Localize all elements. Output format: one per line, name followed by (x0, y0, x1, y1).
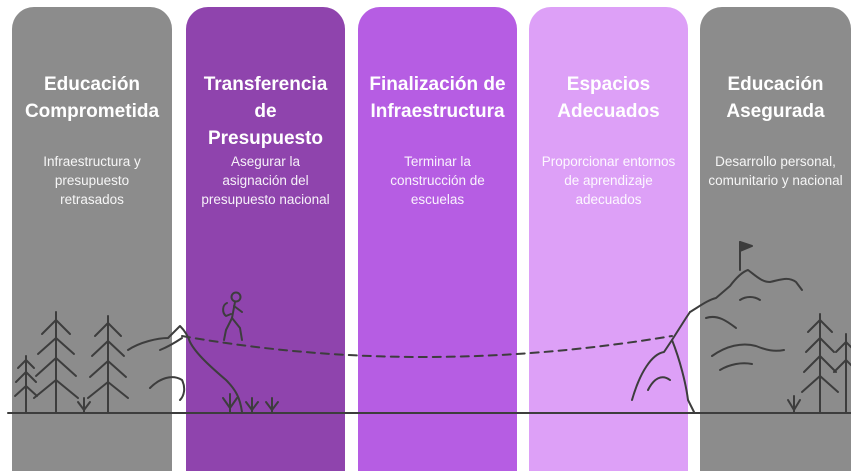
flag-icon (739, 241, 753, 271)
stage-2: Finalización de Infraestructura Terminar… (358, 7, 517, 471)
stage-title: Transferencia de Presupuesto (203, 74, 328, 149)
stage-title: Educación Comprometida (24, 74, 160, 122)
dashed-path (181, 335, 673, 358)
stage-description: Proporcionar entornos de aprendizaje ade… (541, 154, 676, 207)
stage-description: Infraestructura y presupuesto retrasados (43, 154, 141, 207)
mountain-icon (127, 325, 243, 413)
stage-3: Espacios Adecuados Proporcionar entornos… (529, 7, 688, 471)
stage-title: Educación Asegurada (726, 74, 825, 122)
tree-icon (833, 333, 851, 413)
grass-icon (77, 393, 279, 413)
stage-1: Transferencia de Presupuesto Asegurar la… (186, 7, 345, 471)
stage-4: Educación Asegurada Desarrollo personal,… (700, 7, 851, 471)
mountain-icon (689, 269, 803, 371)
tree-icon (33, 311, 79, 413)
stage-description: Asegurar la asignación del presupuesto n… (201, 154, 330, 207)
stage-description: Terminar la construcción de escuelas (390, 154, 485, 207)
hiker-icon (222, 291, 243, 341)
mountain-icon (631, 311, 695, 413)
stage-title: Finalización de Infraestructura (369, 74, 506, 122)
tree-icon (87, 315, 129, 413)
tree-icon (801, 313, 839, 413)
stage-description: Desarrollo personal, comunitario y nacio… (708, 154, 843, 188)
grass-icon (787, 395, 801, 413)
tree-icon (14, 355, 38, 413)
stage-title: Espacios Adecuados (557, 74, 660, 122)
